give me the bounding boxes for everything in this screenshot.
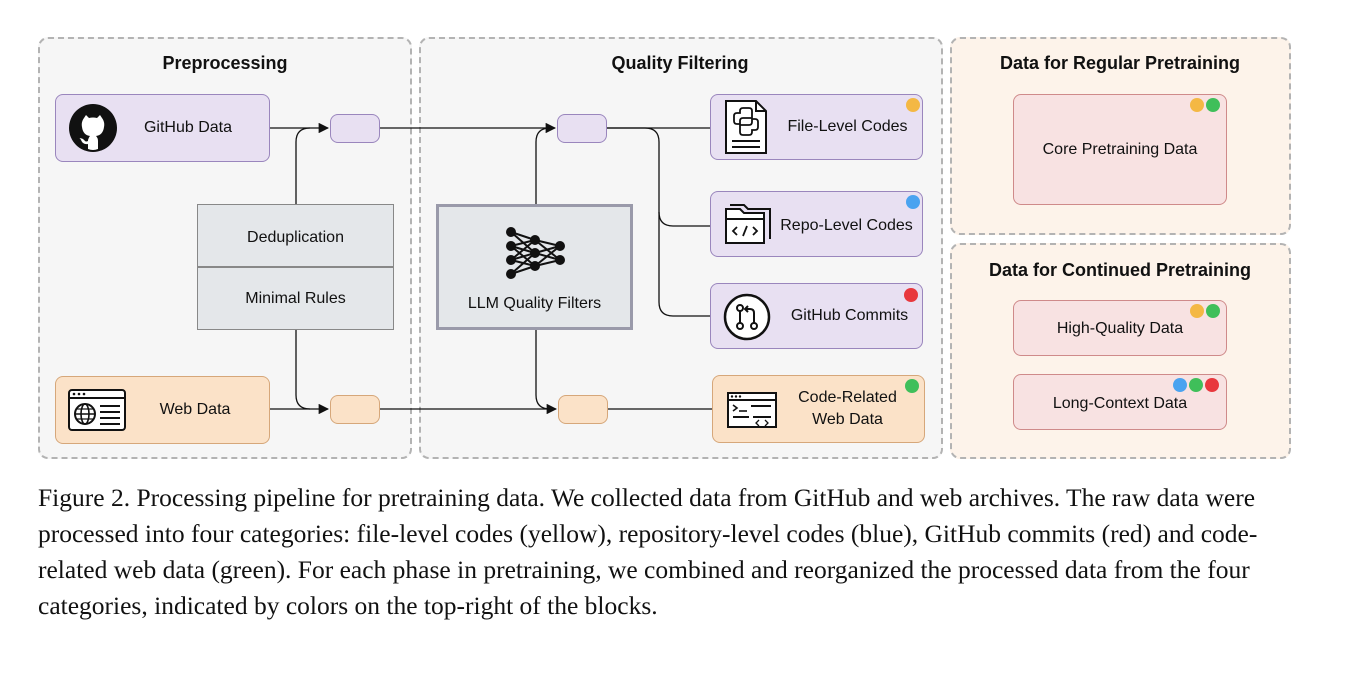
regular-pretraining-title: Data for Regular Pretraining [999, 53, 1241, 73]
high-quality-yellow-dot [1190, 304, 1204, 318]
web-data-node [55, 376, 270, 444]
commits-red-dot [904, 288, 918, 302]
github-commits-label: GitHub Commits [790, 307, 909, 324]
core-pretraining-label: Core Pretraining Data [1042, 141, 1198, 158]
deduplication-box [197, 204, 394, 267]
code-related-web-label-line1: Code-Related [798, 389, 897, 406]
git-commit-icon [723, 293, 771, 341]
quality-filtering-title: Quality Filtering [611, 53, 749, 73]
web-browser-icon [68, 389, 126, 431]
filter-to-bottom-line [535, 330, 551, 410]
deduplication-label: Deduplication [247, 229, 344, 246]
repo-level-blue-dot [906, 195, 920, 209]
rules-to-bottom-line [295, 330, 311, 410]
filter-bottom-junction [558, 395, 608, 424]
minimal-rules-label: Minimal Rules [245, 290, 346, 307]
high-quality-green-dot [1206, 304, 1220, 318]
high-quality-node [1013, 300, 1227, 356]
python-file-icon [725, 100, 767, 154]
code-window-icon [727, 392, 777, 428]
to-commits-line [658, 212, 710, 317]
preprocessing-title: Preprocessing [162, 53, 288, 73]
continued-pretraining-title: Data for Continued Pretraining [988, 260, 1251, 280]
filter-to-top-line [535, 127, 551, 204]
long-context-label: Long-Context Data [1052, 395, 1188, 412]
minimal-rules-box [197, 267, 394, 330]
file-level-codes-label: File-Level Codes [787, 118, 908, 135]
to-repo-level-line [607, 127, 710, 227]
neural-network-icon [506, 227, 565, 279]
long-context-green-dot [1189, 378, 1203, 392]
dedup-to-top-line [295, 127, 311, 204]
figure-caption: Figure 2. Processing pipeline for pretra… [38, 483, 1258, 620]
connector-lines [270, 122, 712, 415]
web-green-dot [905, 379, 919, 393]
repo-level-codes-label: Repo-Level Codes [780, 217, 913, 234]
file-level-yellow-dot [906, 98, 920, 112]
llm-quality-filter-label: LLM Quality Filters [467, 295, 602, 312]
core-pretraining-node [1013, 94, 1227, 205]
preprocess-bottom-junction [330, 395, 380, 424]
preprocess-top-junction [330, 114, 380, 143]
code-folder-icon [725, 204, 771, 244]
core-yellow-dot [1190, 98, 1204, 112]
long-context-blue-dot [1173, 378, 1187, 392]
code-related-web-label-line2: Web Data [812, 411, 883, 428]
github-icon [69, 104, 117, 152]
long-context-red-dot [1205, 378, 1219, 392]
filter-top-junction [557, 114, 607, 143]
github-data-label: GitHub Data [143, 119, 233, 136]
web-data-label: Web Data [159, 401, 231, 418]
core-green-dot [1206, 98, 1220, 112]
high-quality-label: High-Quality Data [1056, 320, 1184, 337]
